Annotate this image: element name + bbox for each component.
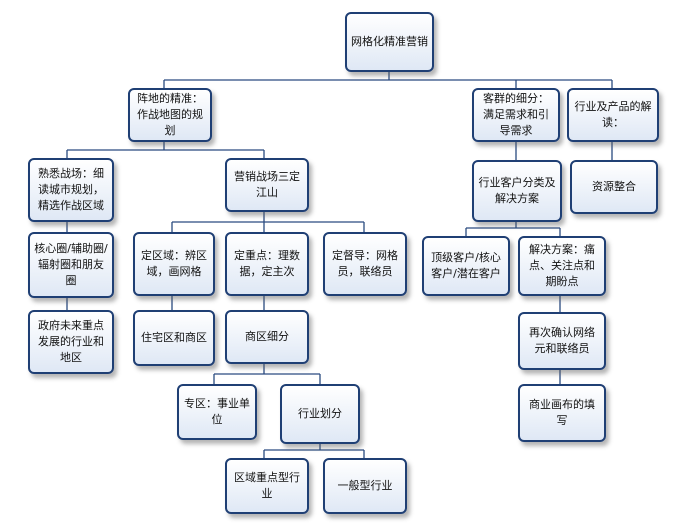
node-familiar-battlefield: 熟悉战场：细读城市规划，精选作战区域 xyxy=(28,158,114,222)
node-solution: 解决方案：痛点、关注点和期盼点 xyxy=(518,236,606,296)
node-business-subdivide: 商区细分 xyxy=(225,310,309,364)
node-industry-classify: 行业客户分类及解决方案 xyxy=(472,160,562,222)
node-industry-product: 行业及产品的解读： xyxy=(567,88,659,142)
node-general-industry: 一般型行业 xyxy=(323,458,407,514)
node-dedicated-area: 专区：事业单位 xyxy=(177,384,257,440)
node-top-customer: 顶级客户/核心客户/潜在客户 xyxy=(422,236,510,296)
node-marketing-three: 营销战场三定江山 xyxy=(225,158,309,212)
node-position-planning: 阵地的精准：作战地图的规划 xyxy=(128,88,212,142)
node-define-focus: 定重点：理数据，定主次 xyxy=(225,232,309,296)
node-reconfirm: 再次确认网络元和联络员 xyxy=(518,312,606,370)
node-define-supervisor: 定督导：网格员，联络员 xyxy=(323,232,407,296)
node-residential-commercial: 住宅区和商区 xyxy=(133,310,215,366)
node-gov-future: 政府未来重点发展的行业和地区 xyxy=(28,310,114,374)
node-industry-division: 行业划分 xyxy=(280,384,360,444)
node-root: 网格化精准营销 xyxy=(345,12,434,72)
node-resource-integration: 资源整合 xyxy=(570,160,658,214)
node-core-circle: 核心圈/辅助圈/辐射圈和朋友圈 xyxy=(28,232,114,298)
node-customer-segment: 客群的细分：满足需求和引导需求 xyxy=(472,88,560,142)
node-define-area: 定区域：辨区域，画网格 xyxy=(133,232,215,296)
node-regional-key-industry: 区域重点型行业 xyxy=(225,458,309,514)
node-canvas-fill: 商业画布的填写 xyxy=(518,384,606,442)
